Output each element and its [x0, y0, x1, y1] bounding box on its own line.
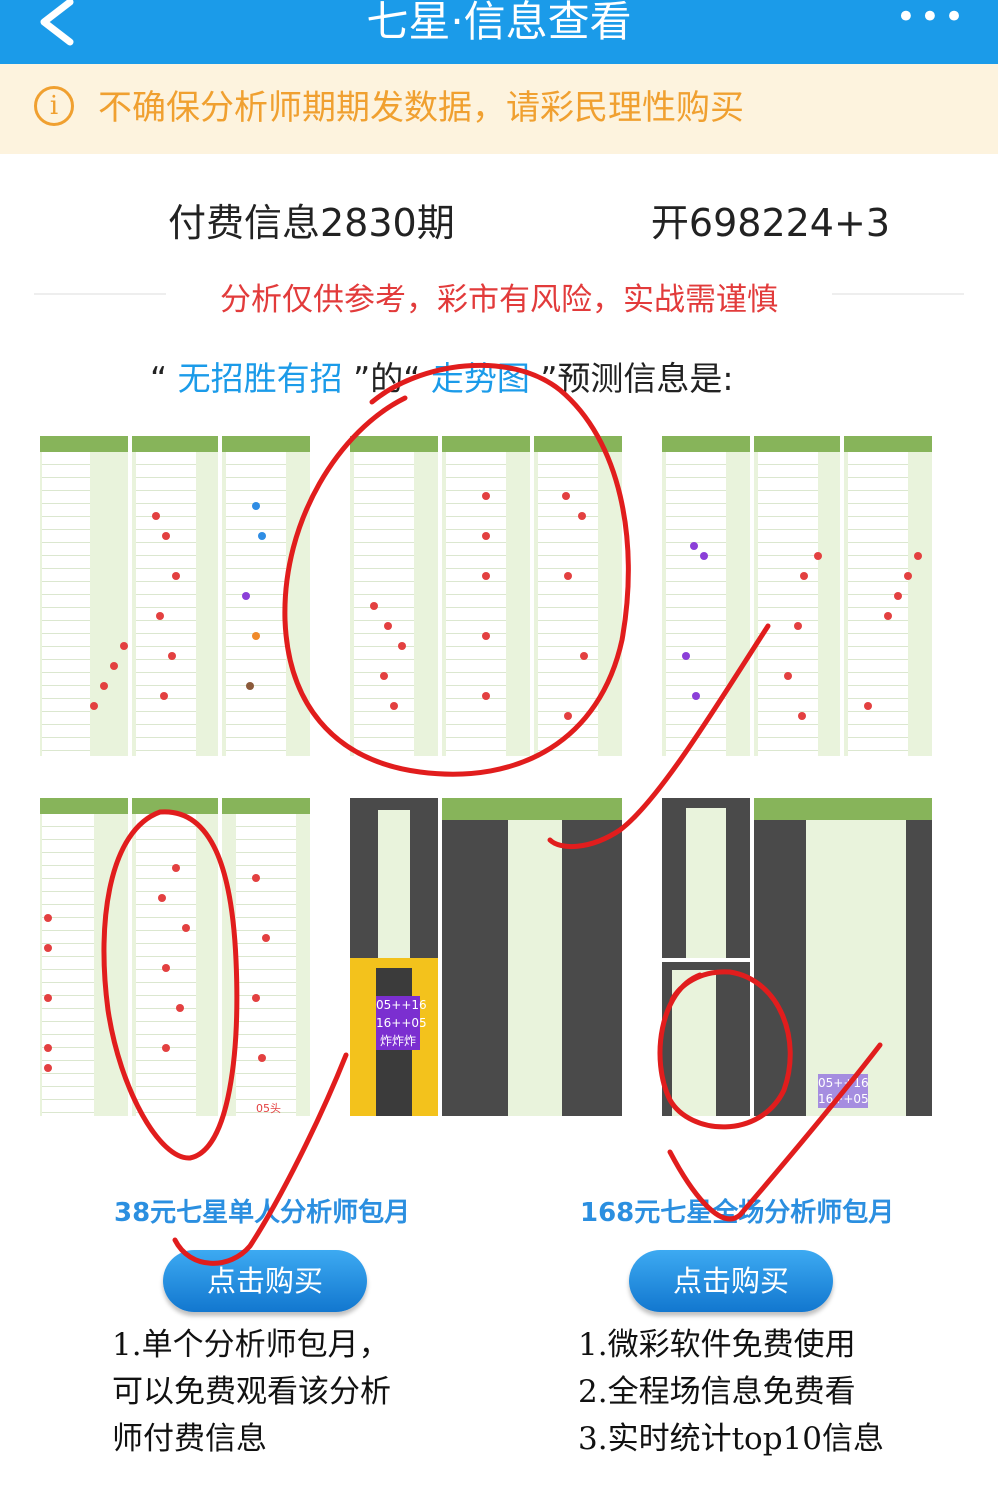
prediction-badge: 05++16 — [376, 996, 427, 1014]
quote-open: “ — [150, 359, 168, 398]
description-line: 师付费信息 — [112, 1421, 267, 1457]
trend-chart-image[interactable] — [442, 798, 622, 1116]
draw-result: 开698224+3 — [650, 201, 890, 245]
description-line: 1.微彩软件免费使用 — [578, 1327, 856, 1363]
trend-chart-image[interactable] — [350, 798, 438, 958]
trend-chart-image[interactable]: 05头 — [222, 798, 310, 1116]
trend-chart-image[interactable] — [534, 436, 622, 756]
buy-button-all[interactable]: 点击购买 — [629, 1250, 833, 1312]
badge-label: 05头 — [256, 1102, 281, 1115]
trend-chart-image[interactable] — [844, 436, 932, 756]
package-title-monthly-all: 168元七星全场分析师包月 — [580, 1198, 895, 1228]
notice-banner: i 不确保分析师期期发数据，请彩民理性购买 — [0, 64, 998, 154]
trend-chart-image[interactable] — [662, 962, 750, 1116]
package-title-monthly-single: 38元七星单人分析师包月 — [114, 1198, 411, 1228]
analyst-method-link[interactable]: 无招胜有招 — [177, 359, 343, 398]
package-description-single: 1.单个分析师包月， 可以免费观看该分析 师付费信息 — [112, 1322, 391, 1463]
trend-chart-image[interactable] — [132, 798, 218, 1116]
prediction-badge: 16++05 — [818, 1090, 869, 1108]
trend-chart-image[interactable] — [442, 436, 530, 756]
trend-chart-image[interactable] — [40, 798, 128, 1116]
description-line: 2.全程场信息免费看 — [578, 1374, 856, 1410]
trend-chart-image[interactable] — [662, 798, 750, 958]
trend-chart-image[interactable] — [132, 436, 218, 756]
trend-chart-image[interactable] — [222, 436, 310, 756]
trend-chart-image[interactable]: 05++16 16++05 — [754, 798, 932, 1116]
trend-chart-image[interactable] — [350, 436, 438, 756]
description-line: 3.实时统计top10信息 — [578, 1421, 884, 1457]
issue-period: 付费信息2830期 — [168, 201, 455, 245]
app-header: 七星·信息查看 ••• — [0, 0, 998, 64]
divider-right — [832, 293, 964, 295]
risk-warning: 分析仅供参考，彩市有风险，实战需谨慎 — [220, 282, 778, 318]
prediction-badge: 炸炸炸 — [376, 1032, 420, 1050]
page-title: 七星·信息查看 — [366, 0, 632, 46]
prediction-heading: “ 无招胜有招 ”的“ 走势图 ”预测信息是: — [150, 352, 734, 400]
buy-button-single[interactable]: 点击购买 — [163, 1250, 367, 1312]
prediction-badge: 16++05 — [376, 1014, 427, 1032]
quote-mid: ”的“ — [353, 359, 421, 398]
package-description-all: 1.微彩软件免费使用 2.全程场信息免费看 3.实时统计top10信息 — [578, 1322, 884, 1463]
notice-text: 不确保分析师期期发数据，请彩民理性购买 — [98, 88, 744, 128]
trend-chart-image[interactable]: 05++16 16++05 炸炸炸 — [350, 958, 438, 1116]
info-icon: i — [34, 86, 74, 126]
quote-close: ”预测信息是: — [540, 359, 734, 398]
chart-type-link[interactable]: 走势图 — [430, 359, 530, 398]
divider-left — [34, 293, 166, 295]
trend-chart-image[interactable] — [40, 436, 128, 756]
trend-chart-image[interactable] — [662, 436, 750, 756]
description-line: 可以免费观看该分析 — [112, 1374, 391, 1410]
description-line: 1.单个分析师包月， — [112, 1327, 390, 1363]
chevron-left-icon[interactable] — [30, 0, 90, 56]
trend-chart-image[interactable] — [754, 436, 840, 756]
more-menu-icon[interactable]: ••• — [895, 0, 968, 37]
